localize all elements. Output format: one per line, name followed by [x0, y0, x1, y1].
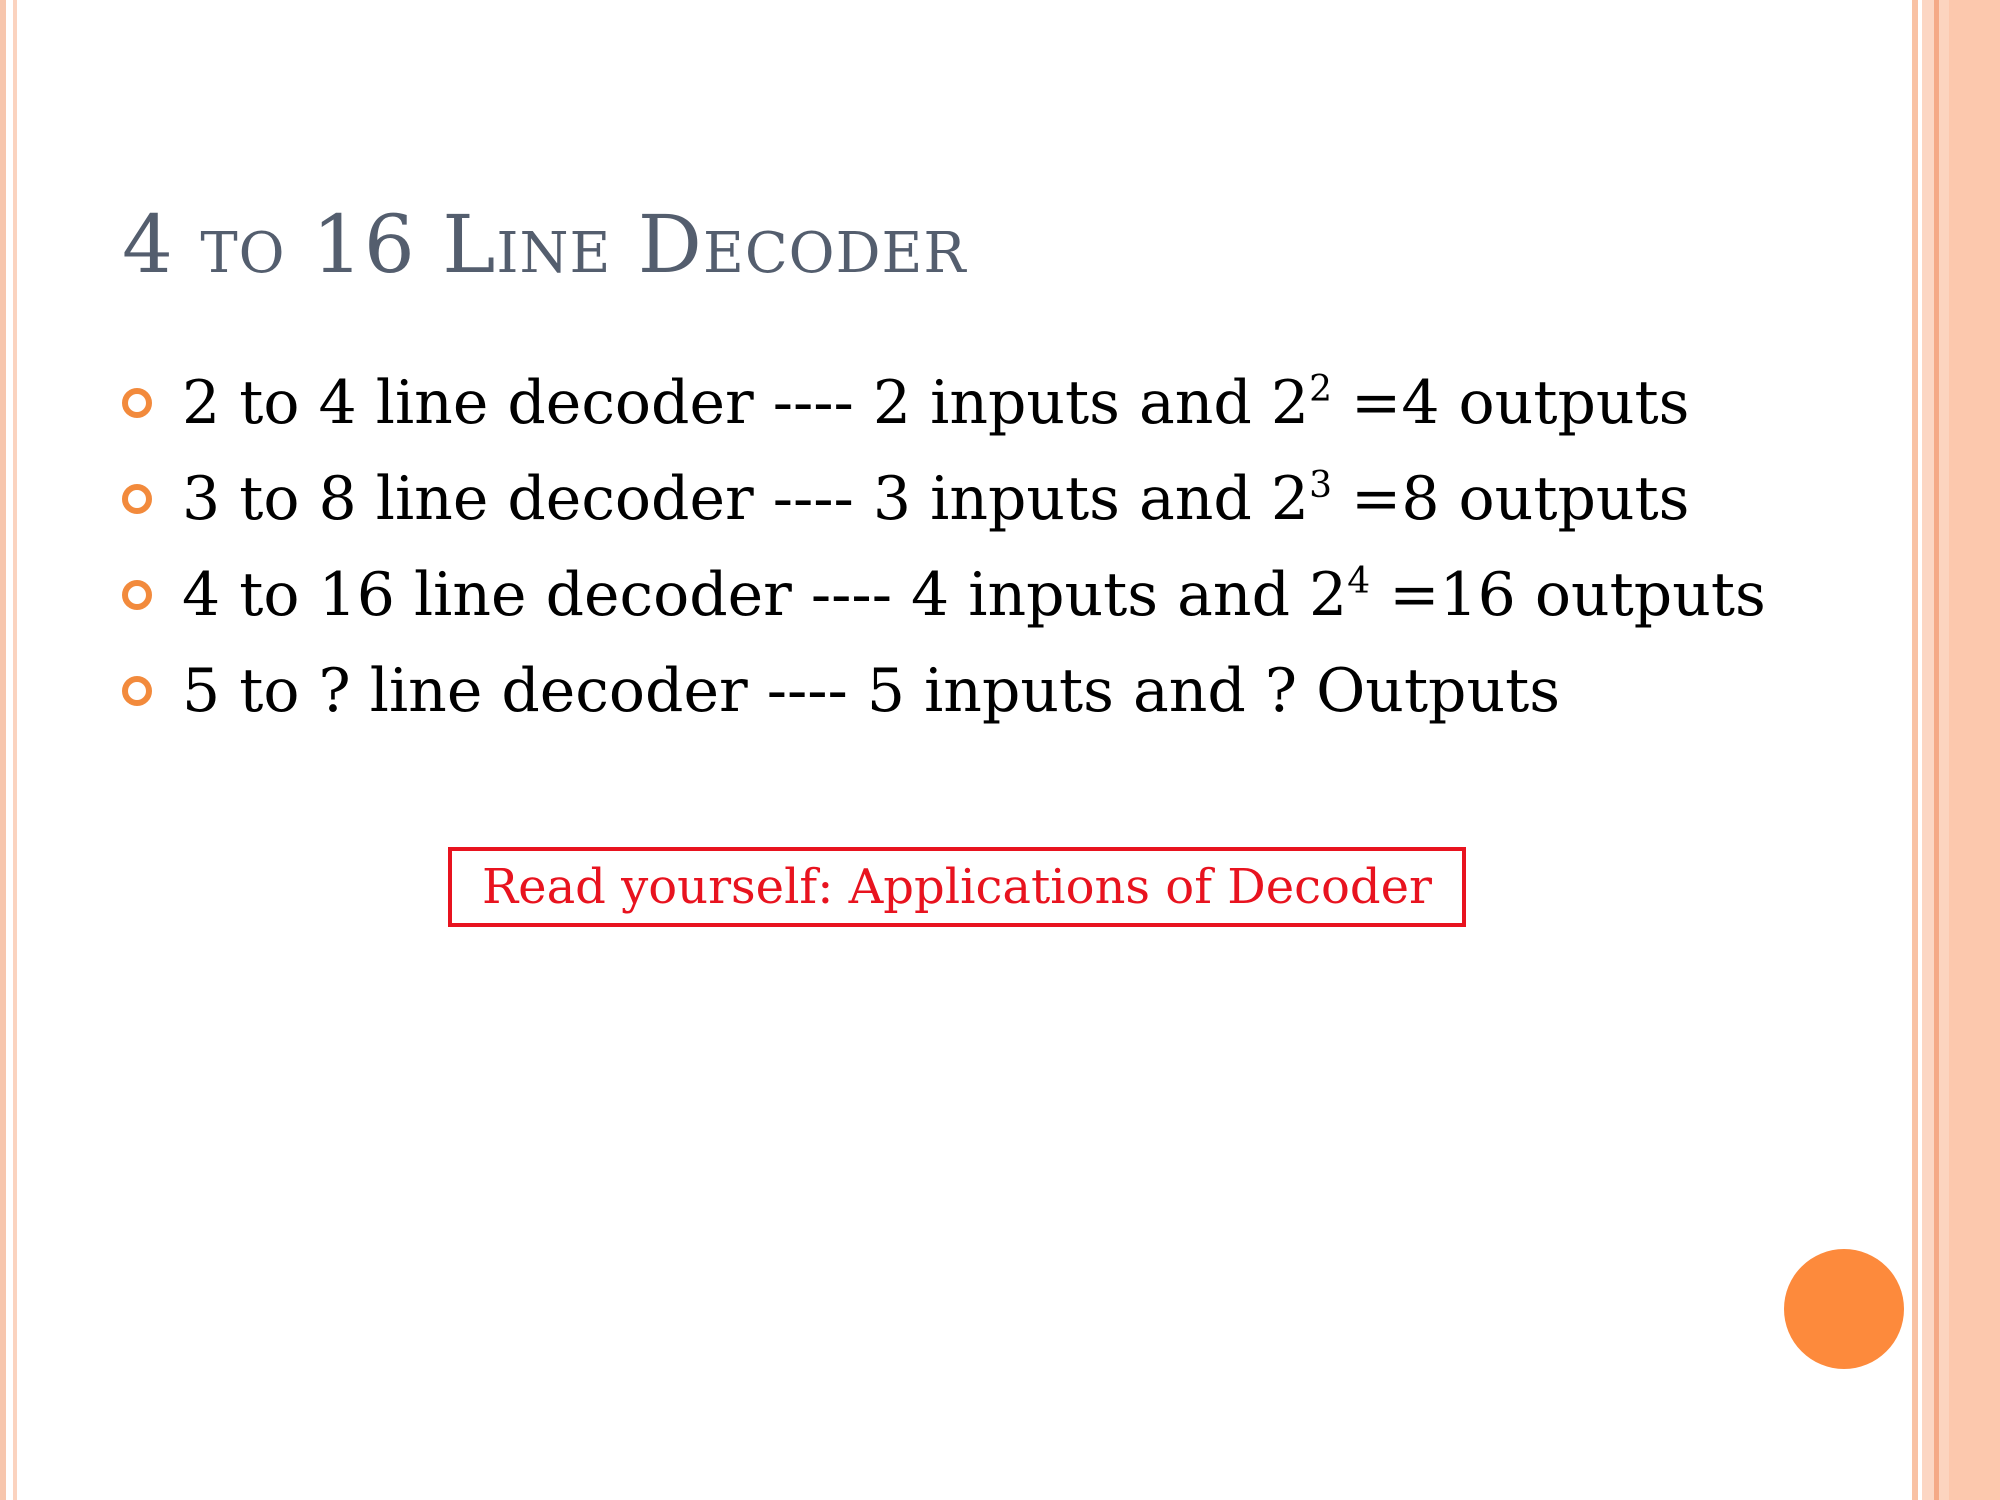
- orange-circle-decoration: [1784, 1249, 1904, 1369]
- bullet-text: 2 to 4 line decoder ---- 2 inputs and 22…: [182, 372, 1689, 434]
- bullet-icon: [122, 388, 152, 418]
- bullet-text-tail: =4 outputs: [1331, 368, 1690, 438]
- bullet-list: 2 to 4 line decoder ---- 2 inputs and 22…: [122, 355, 1766, 739]
- bullet-text: 3 to 8 line decoder ---- 3 inputs and 23…: [182, 468, 1689, 530]
- note-text: Read yourself: Applications of Decoder: [482, 859, 1432, 915]
- right-border-band: [1939, 0, 1949, 1500]
- bullet-text-main: 2 to 4 line decoder ---- 2 inputs and 2: [182, 368, 1310, 438]
- bullet-exponent: 4: [1347, 561, 1371, 602]
- bullet-exponent: 2: [1309, 369, 1332, 410]
- bullet-item: 4 to 16 line decoder ---- 4 inputs and 2…: [122, 547, 1766, 643]
- bullet-icon: [122, 484, 152, 514]
- bullet-text-main: 5 to ? line decoder ---- 5 inputs and ? …: [182, 656, 1561, 726]
- slide-title: 4 to 16 Line Decoder: [122, 198, 967, 291]
- bullet-text-main: 4 to 16 line decoder ---- 4 inputs and 2: [182, 560, 1348, 630]
- bullet-text-main: 3 to 8 line decoder ---- 3 inputs and 2: [182, 464, 1310, 534]
- bullet-icon: [122, 676, 152, 706]
- right-border-band: [1949, 0, 2000, 1500]
- bullet-exponent: 3: [1309, 465, 1332, 506]
- note-box: Read yourself: Applications of Decoder: [448, 847, 1466, 927]
- left-border-line: [0, 0, 6, 1500]
- left-border-line-inner: [13, 0, 17, 1500]
- bullet-item: 2 to 4 line decoder ---- 2 inputs and 22…: [122, 355, 1766, 451]
- right-border-band: [1934, 0, 1939, 1500]
- bullet-item: 5 to ? line decoder ---- 5 inputs and ? …: [122, 643, 1766, 739]
- bullet-item: 3 to 8 line decoder ---- 3 inputs and 23…: [122, 451, 1766, 547]
- right-border-band: [1912, 0, 1918, 1500]
- bullet-text: 4 to 16 line decoder ---- 4 inputs and 2…: [182, 564, 1766, 626]
- bullet-text-tail: =8 outputs: [1331, 464, 1690, 534]
- bullet-text-tail: =16 outputs: [1370, 560, 1766, 630]
- right-border-band: [1922, 0, 1934, 1500]
- bullet-text: 5 to ? line decoder ---- 5 inputs and ? …: [182, 661, 1560, 721]
- bullet-icon: [122, 580, 152, 610]
